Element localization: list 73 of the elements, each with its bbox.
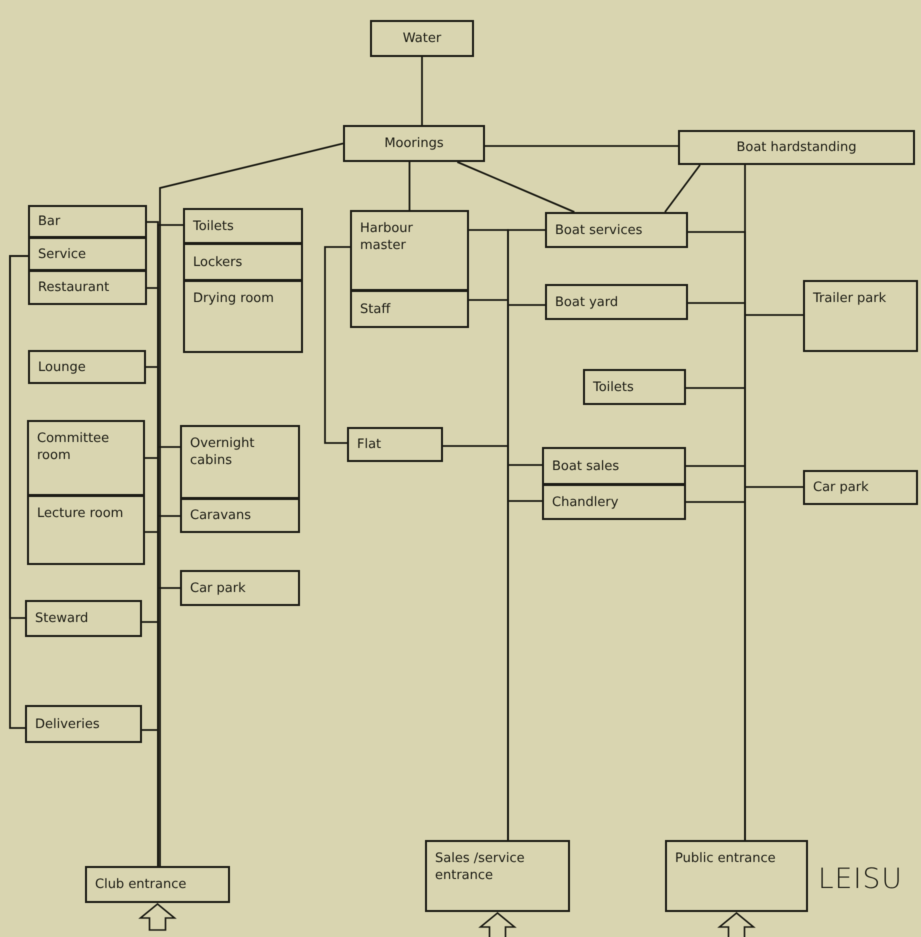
entrance-arrow	[138, 902, 177, 931]
room-label: Service	[38, 246, 86, 262]
room-label: Moorings	[384, 135, 444, 152]
room-box	[370, 20, 474, 57]
connector-line	[9, 255, 28, 729]
room-label: Club entrance	[95, 876, 186, 893]
room-label: Boat sales	[552, 458, 620, 474]
room-label: Car park	[813, 479, 869, 496]
room-label: Drying room	[193, 290, 274, 307]
room-label: Steward	[35, 610, 88, 627]
room-label: Lockers	[193, 254, 242, 270]
room-label: Water	[402, 30, 442, 47]
room-box	[27, 495, 145, 565]
room-label: Sales /service entrance	[435, 850, 526, 884]
room-box	[25, 705, 142, 743]
room-label: Restaurant	[38, 279, 110, 296]
room-box	[545, 284, 688, 320]
room-label: Bar	[38, 213, 60, 230]
room-label: Toilets	[193, 218, 234, 234]
room-label: Committee room	[37, 430, 110, 464]
entrance-box	[665, 840, 808, 912]
connector-line	[324, 246, 350, 444]
connector-line	[421, 57, 423, 125]
room-box	[27, 420, 145, 496]
room-box	[28, 350, 146, 384]
entrance-box	[85, 866, 230, 903]
room-box	[678, 130, 915, 165]
room-box	[183, 208, 303, 244]
room-box	[803, 280, 918, 352]
connector-line	[744, 486, 803, 840]
room-label: Boat services	[555, 222, 642, 238]
connector-line	[664, 164, 701, 213]
room-box	[183, 280, 303, 353]
entrance-box	[425, 840, 570, 912]
room-label: Trailer park	[813, 290, 886, 307]
room-label: Overnight cabins	[190, 435, 256, 469]
heading-fragment: LEISU	[818, 862, 903, 895]
room-label: Car park	[190, 580, 246, 596]
room-box	[28, 205, 147, 238]
room-box	[25, 600, 142, 637]
entrance-arrow	[478, 912, 517, 937]
room-label: Lounge	[38, 358, 86, 376]
room-box	[180, 425, 300, 499]
connector-line	[456, 161, 575, 213]
room-label: Boat hardstanding	[736, 139, 857, 156]
room-label: Boat yard	[555, 294, 618, 310]
room-label: Flat	[357, 436, 382, 453]
room-label: Toilets	[593, 378, 634, 396]
room-box	[803, 470, 918, 505]
room-label: Chandlery	[552, 494, 618, 510]
room-box	[347, 427, 443, 462]
room-box	[542, 447, 686, 485]
room-box	[542, 484, 686, 520]
room-box	[28, 237, 147, 271]
room-label: Staff	[360, 300, 390, 318]
connector-line	[485, 145, 678, 147]
room-label: Lecture room	[37, 505, 124, 522]
room-box	[28, 270, 147, 305]
room-box	[343, 125, 485, 162]
room-box	[545, 212, 688, 248]
entrance-arrow	[717, 912, 756, 937]
room-box	[180, 570, 300, 606]
room-box	[583, 369, 686, 405]
room-label: Public entrance	[675, 850, 776, 867]
room-label: Deliveries	[35, 716, 100, 732]
connector-line	[408, 162, 410, 210]
room-box	[180, 498, 300, 533]
room-box	[183, 243, 303, 281]
room-label: Harbour master	[360, 220, 414, 254]
room-box	[350, 290, 469, 328]
room-box	[350, 210, 469, 291]
connector-line	[159, 142, 344, 866]
room-label: Caravans	[190, 507, 252, 524]
